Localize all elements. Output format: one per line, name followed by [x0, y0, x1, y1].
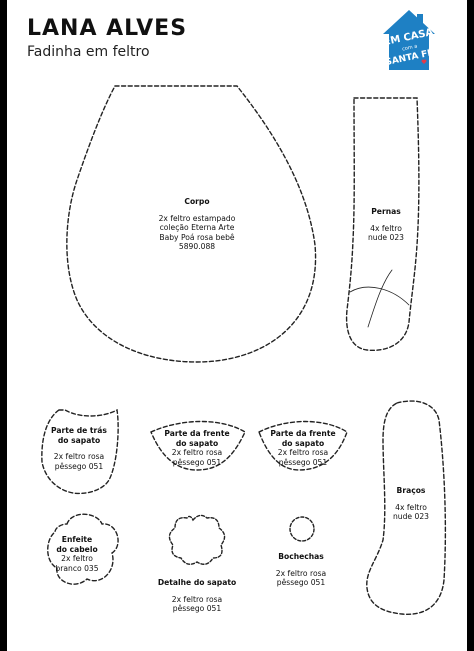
enfeite-cabelo-label: Enfeite do cabelo 2x feltro branco 035 [45, 535, 109, 573]
corpo-name: Corpo [184, 197, 210, 206]
em-casa-logo: EM CASA com a SANTA FÉ [383, 10, 435, 70]
bochechas-label: Bochechas 2x feltro rosa pêssego 051 [259, 552, 343, 588]
corpo-detail-1: 2x feltro estampado [158, 213, 236, 223]
bochechas-name: Bochechas [278, 552, 324, 561]
sapato-tras-outline [41, 408, 119, 495]
brand-title: LANA ALVES [27, 16, 188, 41]
pattern-subtitle: Fadinha em feltro [27, 44, 150, 60]
sapato-frente-2-outline [258, 420, 348, 471]
corpo-detail-4: 5890.088 [178, 242, 216, 251]
bochechas-detail-1: 2x feltro rosa [275, 568, 327, 578]
enfeite-cabelo-name-2: do cabelo [56, 544, 98, 554]
pernas-detail-1: 4x feltro [370, 223, 402, 233]
detalhe-sapato-detail-2: pêssego 051 [172, 604, 222, 613]
pernas-seam-1 [349, 286, 410, 306]
sapato-frente-2-detail-1: 2x feltro rosa [277, 448, 329, 457]
sapato-frente-2-detail-2: pêssego 051 [278, 457, 328, 467]
sapato-frente-1-detail-2: pêssego 051 [172, 457, 222, 467]
sapato-frente-2-label: Parte da frente do sapato 2x feltro rosa… [263, 429, 343, 467]
pernas-name: Pernas [371, 207, 401, 216]
enfeite-cabelo-detail-2: branco 035 [55, 563, 99, 573]
corpo-detail-3: Baby Poá rosa bebê [159, 232, 235, 242]
detalhe-sapato-outline [168, 514, 226, 565]
pattern-page: LANA ALVES Fadinha em feltro EM CASA com… [7, 0, 467, 651]
detalhe-sapato-name: Detalhe do sapato [157, 578, 237, 587]
bracos-outline [366, 400, 447, 615]
bracos-detail-1: 4x feltro [395, 502, 427, 512]
sapato-frente-1-name-2: do sapato [175, 438, 219, 448]
sapato-tras-label: Parte de trás do sapato 2x feltro rosa p… [43, 426, 115, 471]
pernas-outline [345, 97, 420, 352]
corpo-label: Corpo 2x feltro estampado coleção Eterna… [127, 197, 267, 252]
pernas-seam-2 [367, 269, 393, 328]
enfeite-cabelo-detail-1: 2x feltro [61, 554, 93, 563]
sapato-frente-1-outline [150, 420, 246, 471]
bracos-label: Braços 4x feltro nude 023 [383, 486, 439, 522]
pernas-detail-2: nude 023 [367, 233, 405, 242]
bracos-detail-2: nude 023 [392, 512, 430, 521]
bochechas-detail-2: pêssego 051 [276, 578, 326, 587]
sapato-tras-detail-2: pêssego 051 [54, 461, 104, 471]
corpo-outline [66, 85, 317, 363]
sapato-frente-1-label: Parte da frente do sapato 2x feltro rosa… [157, 429, 237, 467]
detalhe-sapato-label: Detalhe do sapato 2x feltro rosa pêssego… [147, 578, 247, 614]
pattern-outlines [41, 85, 447, 615]
sapato-tras-detail-1: 2x feltro rosa [53, 452, 105, 461]
sapato-frente-1-detail-1: 2x feltro rosa [171, 448, 223, 457]
detalhe-sapato-detail-1: 2x feltro rosa [171, 594, 223, 604]
bracos-name: Braços [396, 486, 426, 495]
sapato-tras-name-2: do sapato [57, 435, 101, 445]
sapato-frente-2-name-2: do sapato [281, 438, 325, 448]
pernas-label: Pernas 4x feltro nude 023 [357, 207, 415, 243]
sapato-frente-1-name-1: Parte da frente [164, 429, 230, 438]
sapato-tras-name-1: Parte de trás [51, 426, 107, 435]
corpo-detail-2: coleção Eterna Arte [159, 223, 235, 232]
logo-line-2: com a [402, 43, 418, 52]
sapato-frente-2-name-1: Parte da frente [270, 429, 336, 438]
enfeite-cabelo-name-1: Enfeite [61, 535, 93, 544]
bochechas-outline [289, 516, 315, 542]
enfeite-cabelo-outline [47, 513, 119, 585]
